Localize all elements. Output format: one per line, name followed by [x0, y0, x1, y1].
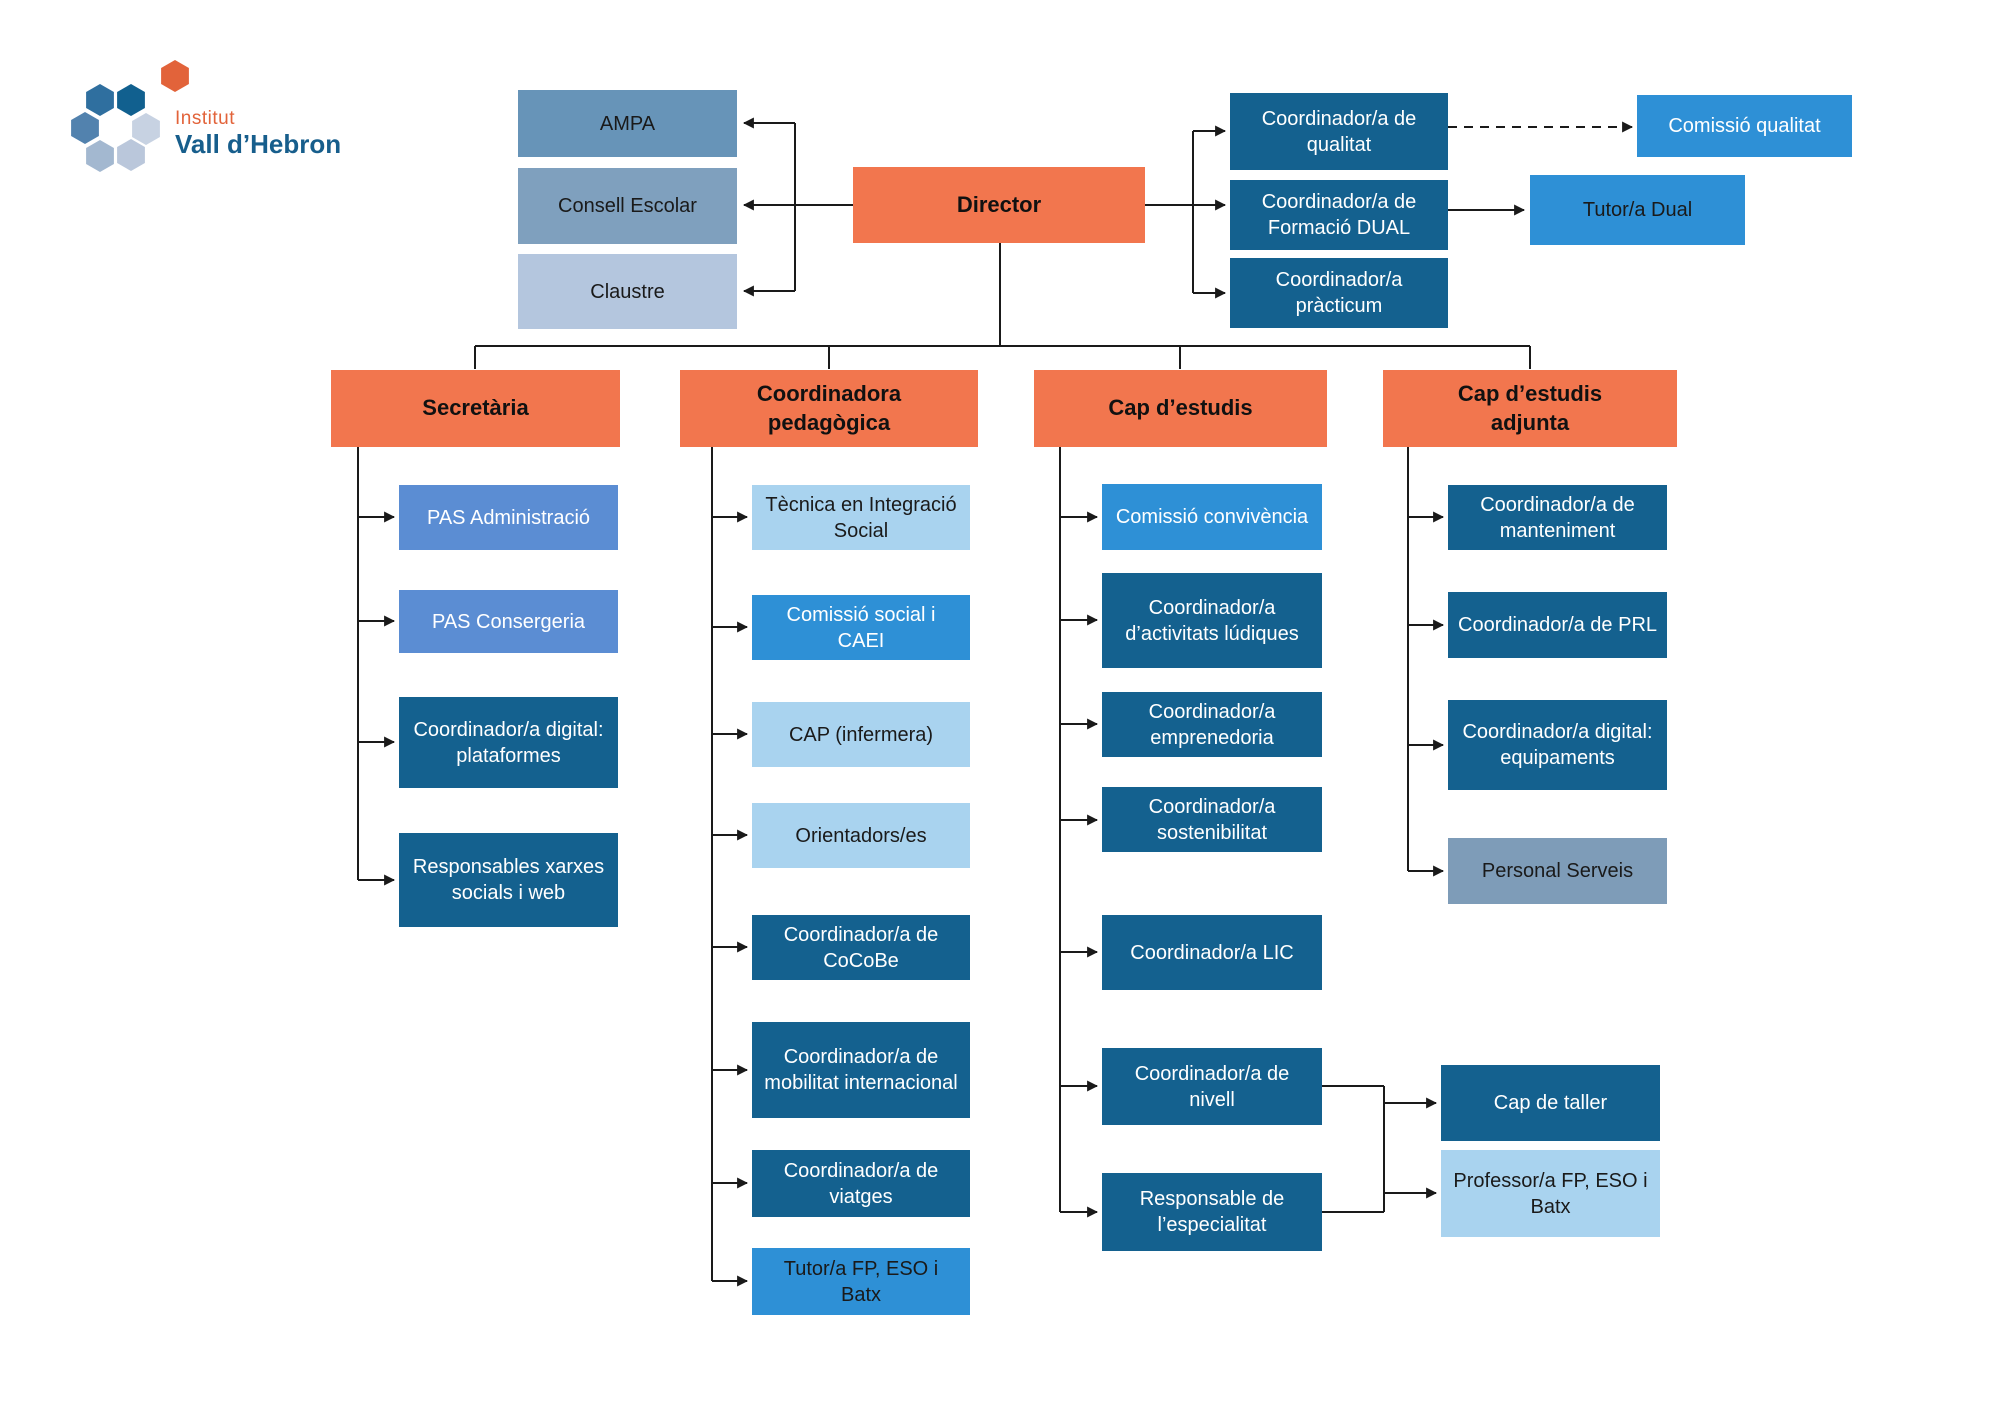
node-claustre: Claustre	[518, 254, 737, 329]
node-orientadors: Orientadors/es	[752, 803, 970, 868]
logo-name-text: Vall d’Hebron	[175, 129, 342, 159]
node-coordinador-nivell: Coordinador/a de nivell	[1102, 1048, 1322, 1125]
node-coordinador-mobilitat: Coordinador/a de mobilitat internacional	[752, 1022, 970, 1118]
node-pas-consergeria: PAS Consergeria	[399, 590, 618, 653]
connector-taller-bracket	[1322, 1085, 1438, 1213]
connector-secretaria	[357, 447, 396, 886]
node-coordinador-qualitat: Coordinador/a de qualitat	[1230, 93, 1448, 170]
node-comissio-social-caei: Comissió social i CAEI	[752, 595, 970, 660]
connector-adjunta	[1407, 447, 1445, 877]
header-cap-estudis: Cap d’estudis	[1034, 370, 1327, 447]
node-coordinador-digital-plataformes: Coordinador/a digital: plataformes	[399, 697, 618, 788]
node-responsables-xarxes: Responsables xarxes socials i web	[399, 833, 618, 927]
node-personal-serveis: Personal Serveis	[1448, 838, 1667, 904]
connector-estudis	[1059, 447, 1099, 1218]
node-pas-administracio: PAS Administració	[399, 485, 618, 550]
node-cap-de-taller: Cap de taller	[1441, 1065, 1660, 1141]
node-responsable-especialitat: Responsable de l’especialitat	[1102, 1173, 1322, 1251]
node-ampa: AMPA	[518, 90, 737, 157]
connector-director-left	[742, 117, 853, 297]
node-tutor-dual: Tutor/a Dual	[1530, 175, 1745, 245]
node-coordinador-dual: Coordinador/a de Formació DUAL	[1230, 180, 1448, 250]
connector-distribution	[474, 243, 1531, 369]
connector-pedagogica	[711, 447, 749, 1287]
header-secretaria: Secretària	[331, 370, 620, 447]
logo-institut-text: Institut	[175, 108, 235, 129]
node-coordinador-activitats-ludiques: Coordinador/a d’activitats lúdiques	[1102, 573, 1322, 668]
node-consell-escolar: Consell Escolar	[518, 168, 737, 244]
node-comissio-qualitat: Comissió qualitat	[1637, 95, 1852, 157]
node-coordinador-digital-equipaments: Coordinador/a digital: equipaments	[1448, 700, 1667, 790]
node-tecnica-integracio-social: Tècnica en Integració Social	[752, 485, 970, 550]
connector-director-right	[1145, 121, 1634, 299]
node-coordinador-viatges: Coordinador/a de viatges	[752, 1150, 970, 1217]
header-cap-estudis-adjunta: Cap d’estudis adjunta	[1383, 370, 1677, 447]
node-tutor-fp-eso-batx: Tutor/a FP, ESO i Batx	[752, 1248, 970, 1315]
node-director: Director	[853, 167, 1145, 243]
node-professor-fp-eso-batx: Professor/a FP, ESO i Batx	[1441, 1150, 1660, 1237]
node-coordinador-practicum: Coordinador/a pràcticum	[1230, 258, 1448, 328]
node-comissio-convivencia: Comissió convivència	[1102, 484, 1322, 550]
node-coordinador-cocobe: Coordinador/a de CoCoBe	[752, 915, 970, 980]
node-cap-infermera: CAP (infermera)	[752, 702, 970, 767]
node-coordinador-sostenibilitat: Coordinador/a sostenibilitat	[1102, 787, 1322, 852]
node-coordinador-emprenedoria: Coordinador/a emprenedoria	[1102, 692, 1322, 757]
node-coordinador-manteniment: Coordinador/a de manteniment	[1448, 485, 1667, 550]
node-coordinador-prl: Coordinador/a de PRL	[1448, 592, 1667, 658]
header-coordinadora-pedagogica: Coordinadora pedagògica	[680, 370, 978, 447]
node-coordinador-lic: Coordinador/a LIC	[1102, 915, 1322, 990]
